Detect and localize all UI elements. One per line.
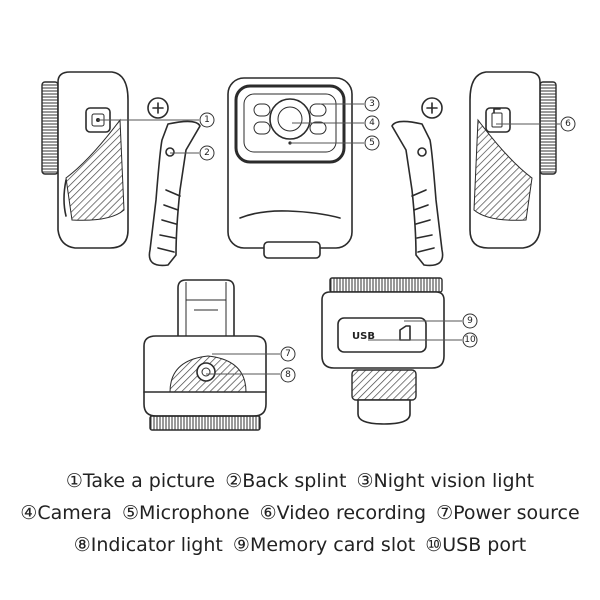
svg-text:10: 10 xyxy=(464,335,476,345)
callout-9: 9 xyxy=(462,313,478,329)
callout-3: 3 xyxy=(364,96,380,112)
callout-10: 10 xyxy=(462,332,478,348)
side-view-right xyxy=(391,71,557,267)
svg-text:6: 6 xyxy=(565,119,571,129)
legend-take-picture: ①Take a picture xyxy=(65,470,216,492)
callout-2: 2 xyxy=(199,145,215,161)
legend-back-splint: ②Back splint xyxy=(225,470,347,492)
svg-text:2: 2 xyxy=(204,148,210,158)
usb-label: USB xyxy=(352,331,375,342)
legend-line-2: ④Camera ⑤Microphone ⑥Video recording ⑦Po… xyxy=(0,502,600,524)
legend-line-1: ①Take a picture ②Back splint ③Night visi… xyxy=(0,470,600,492)
callout-7: 7 xyxy=(280,346,296,362)
svg-text:4: 4 xyxy=(369,118,375,128)
camera-diagram: USB 1 2 3 4 5 6 7 8 9 10 xyxy=(41,71,576,431)
legend-power-source: ⑦Power source xyxy=(436,502,580,524)
legend-usb-port: ⑩USB port xyxy=(425,534,527,556)
legend-night-vision: ③Night vision light xyxy=(356,470,535,492)
front-view xyxy=(227,77,353,259)
legend-video-recording: ⑥Video recording xyxy=(259,502,427,524)
svg-text:1: 1 xyxy=(204,115,210,125)
callout-4: 4 xyxy=(364,115,380,131)
svg-text:9: 9 xyxy=(467,316,473,326)
legend-memory-card-slot: ⑨Memory card slot xyxy=(232,534,416,556)
svg-text:5: 5 xyxy=(369,138,375,148)
bottom-view-left xyxy=(143,279,267,431)
bottom-view-right: USB xyxy=(321,277,445,425)
callout-5: 5 xyxy=(364,135,380,151)
callout-8: 8 xyxy=(280,367,296,383)
legend-microphone: ⑤Microphone xyxy=(121,502,250,524)
callouts: 1 2 3 4 5 6 7 8 9 10 xyxy=(98,96,576,383)
svg-text:8: 8 xyxy=(285,370,291,380)
svg-text:7: 7 xyxy=(285,349,291,359)
legend-camera: ④Camera xyxy=(20,502,112,524)
side-view-left xyxy=(41,71,201,267)
callout-1: 1 xyxy=(199,112,215,128)
legend-indicator-light: ⑧Indicator light xyxy=(73,534,223,556)
callout-6: 6 xyxy=(560,116,576,132)
legend-line-3: ⑧Indicator light ⑨Memory card slot ⑩USB … xyxy=(0,534,600,556)
svg-text:3: 3 xyxy=(369,99,375,109)
